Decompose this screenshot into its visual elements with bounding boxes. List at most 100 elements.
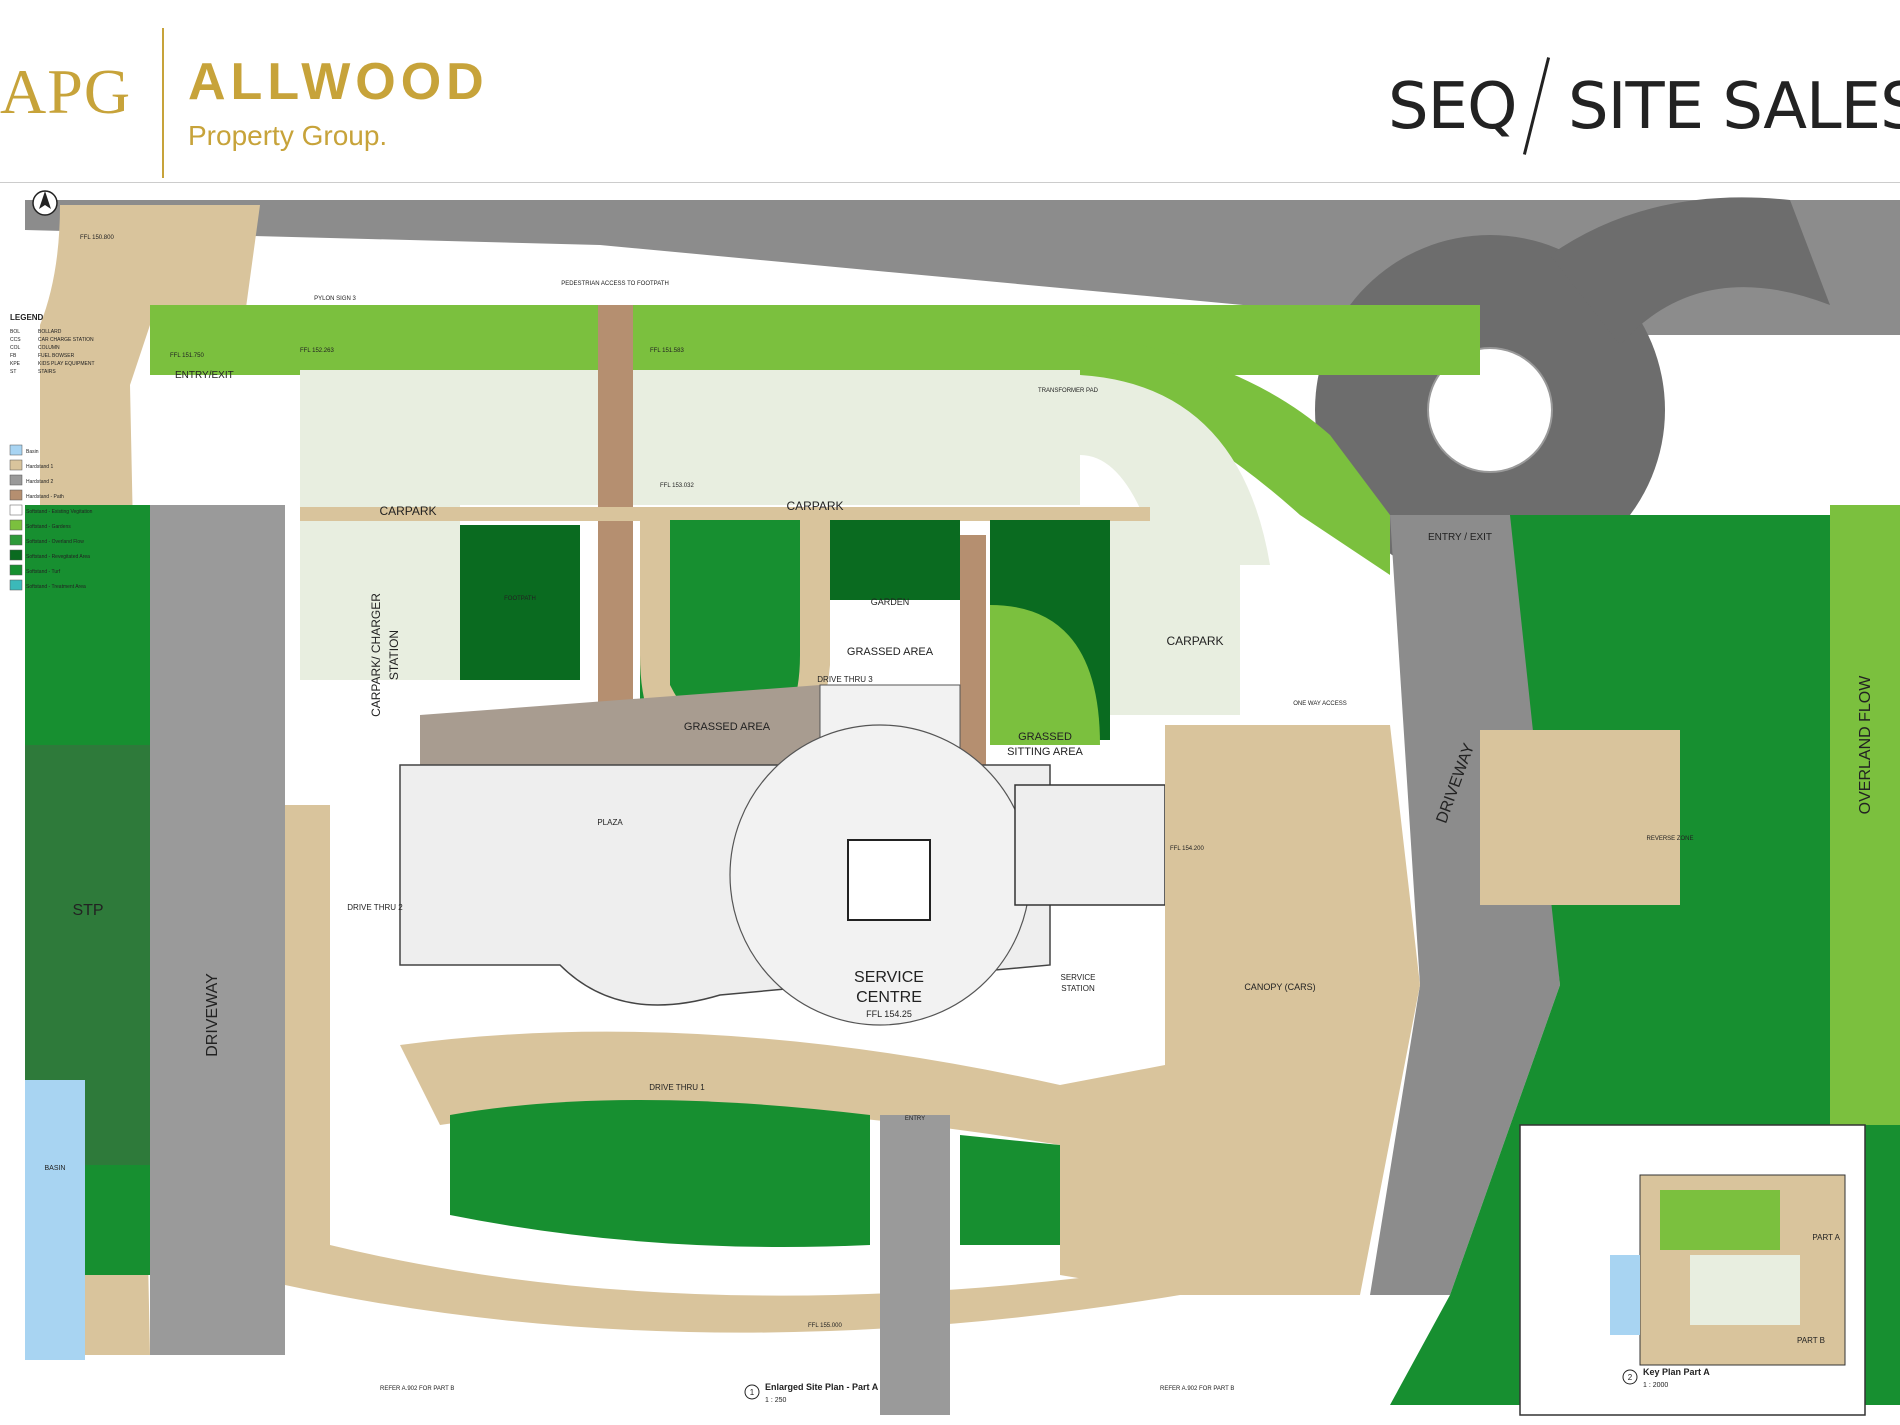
logo-slash <box>1522 57 1551 155</box>
driveway-left-label: DRIVEWAY <box>204 973 221 1057</box>
canopy-area <box>1060 725 1420 1295</box>
legend-swatch <box>9 564 23 576</box>
legend-abbr-desc: KIDS PLAY EQUIPMENT <box>38 361 95 367</box>
key-plan-title: Key Plan Part A <box>1643 1367 1710 1377</box>
grassed-sitting-label-1: GRASSED <box>1018 731 1072 743</box>
svg-text:2: 2 <box>1628 1373 1633 1382</box>
garden-left <box>460 525 580 680</box>
ffl-label: FFL 154.25 <box>866 1009 912 1019</box>
entry-exit-label: ENTRY/EXIT <box>175 370 234 381</box>
footpath-label: FOOTPATH <box>504 596 536 602</box>
legend-swatch <box>9 534 23 546</box>
stp-label: STP <box>72 902 103 919</box>
carpark-left-label: CARPARK <box>379 504 436 518</box>
apg-logo: APG <box>0 56 132 127</box>
service-centre-label-1: SERVICE <box>854 969 924 986</box>
ffl-marker-d: FFL 154.200 <box>1170 846 1204 852</box>
legend-abbr-desc: BOLLARD <box>38 329 62 335</box>
ffl-marker-a: FFL 152.263 <box>300 348 334 354</box>
drive-thru-1-label: DRIVE THRU 1 <box>649 1083 705 1092</box>
lower-green-right <box>960 1135 1060 1245</box>
legend-abbr-code: COL <box>10 345 21 351</box>
legend-abbr-desc: FUEL BOWSER <box>38 353 75 359</box>
drive-thru-3-label: DRIVE THRU 3 <box>817 675 873 684</box>
part-a-label: PART A <box>1812 1233 1840 1242</box>
site-sales-logo: SITE SALES <box>1568 70 1900 144</box>
plan-number-marker <box>744 1384 760 1400</box>
legend-swatch <box>9 519 23 531</box>
legend-swatch-label: Basin <box>26 449 39 455</box>
legend-swatch <box>9 579 23 591</box>
service-station-label-1: SERVICE <box>1061 973 1096 982</box>
refer-part-b-right: REFER A.902 FOR PART B <box>1160 1386 1234 1392</box>
legend-swatch-label: Hardstand 2 <box>26 479 53 485</box>
pylon-sign-label: PYLON SIGN 3 <box>314 296 356 302</box>
transformer-label: TRANSFORMER PAD <box>1038 388 1099 394</box>
legend-abbr-code: CCS <box>10 337 21 343</box>
south-road <box>1370 515 1560 1295</box>
legend-swatch <box>9 459 23 471</box>
site-plan: LEGEND BOL BOLLARD CCS CAR CHARGE STATION CO… <box>0 185 1900 1425</box>
legend-abbr-desc: COLUMN <box>38 345 60 351</box>
legend-swatch <box>9 549 23 561</box>
ffl-marker-g: FFL 150.800 <box>80 235 114 241</box>
legend-swatch-label: Softstand - Existing Vegitation <box>26 509 93 515</box>
service-centre-label-2: CENTRE <box>856 989 922 1006</box>
service-station-label-2: STATION <box>1061 984 1095 993</box>
lower-green-left <box>450 1100 870 1247</box>
brand-subtitle: Property Group. <box>188 120 388 151</box>
legend-swatch <box>9 489 23 501</box>
footpath-strip <box>300 507 1150 521</box>
legend-swatch-label: Softstand - Treatment Area <box>26 584 86 590</box>
carpark-top <box>300 370 1080 505</box>
entry-exit-round-label: ENTRY / EXIT <box>1428 532 1492 543</box>
page-header: APG ALLWOOD Property Group. SEQ SITE SAL… <box>0 0 1900 185</box>
svg-text:1: 1 <box>750 1388 755 1397</box>
grassed-area-1-label: GRASSED AREA <box>684 721 771 733</box>
legend-swatch-label: Hardstand - Path <box>26 494 64 500</box>
ffl-marker-f: FFL 151.750 <box>170 353 204 359</box>
service-station <box>1014 784 1166 906</box>
plaza-label: PLAZA <box>597 818 623 827</box>
basin-area <box>25 1080 85 1360</box>
legend-swatch-label: Softstand - Revegitated Area <box>26 554 90 560</box>
basin-label: BASIN <box>44 1165 65 1172</box>
enlarged-plan-scale: 1 : 250 <box>765 1397 787 1404</box>
legend-swatch-label: Softstand - Turf <box>26 569 61 575</box>
ffl-marker-c: FFL 153.032 <box>660 483 694 489</box>
plaza <box>420 685 820 765</box>
ffl-marker-b: FFL 151.583 <box>650 348 684 354</box>
legend-swatch <box>9 474 23 486</box>
legend: LEGEND BOL BOLLARD CCS CAR CHARGE STATION CO… <box>9 313 95 591</box>
carpark-right-label: CARPARK <box>1166 634 1223 648</box>
legend-swatch-label: Softstand - Overland Flow <box>26 539 84 545</box>
brand-name: ALLWOOD <box>188 53 489 111</box>
reverse-zone-label: REVERSE ZONE <box>1646 836 1693 842</box>
legend-abbr-desc: CAR CHARGE STATION <box>38 337 94 343</box>
legend-swatch-label: Softstand - Gardens <box>26 524 71 530</box>
entry-label: ENTRY <box>905 1116 925 1122</box>
legend-abbr-desc: STAIRS <box>38 369 56 375</box>
pedestrian-access-label: PEDESTRIAN ACCESS TO FOOTPATH <box>561 281 669 287</box>
key-plan-number-marker <box>1622 1369 1638 1385</box>
svg-text:LEGEND: LEGEND <box>10 313 44 322</box>
garden-label: GARDEN <box>871 597 910 607</box>
key-plan-scale: 1 : 2000 <box>1643 1382 1668 1389</box>
legend-swatch-label: Hardstand 1 <box>26 464 53 470</box>
drive-thru-2-label: DRIVE THRU 2 <box>347 903 403 912</box>
refer-part-b-left: REFER A.902 FOR PART B <box>380 1386 454 1392</box>
grassed-area-2 <box>820 520 960 600</box>
carpark-charger <box>300 505 460 680</box>
overland-flow-strip <box>1830 505 1900 1125</box>
part-b-label: PART B <box>1797 1336 1825 1345</box>
carpark-center-label: CARPARK <box>786 499 843 513</box>
one-way-label: ONE WAY ACCESS <box>1293 701 1347 707</box>
legend-swatch <box>9 444 23 456</box>
roundabout-island <box>1427 347 1553 473</box>
legend-swatch <box>9 504 23 516</box>
legend-abbr-code: BOL <box>10 329 20 335</box>
legend-abbr-code: ST <box>10 369 16 375</box>
entry-driveway <box>880 1115 950 1415</box>
grassed-sitting-label-2: SITTING AREA <box>1007 746 1083 758</box>
drive-thru-lane <box>285 805 1180 1333</box>
